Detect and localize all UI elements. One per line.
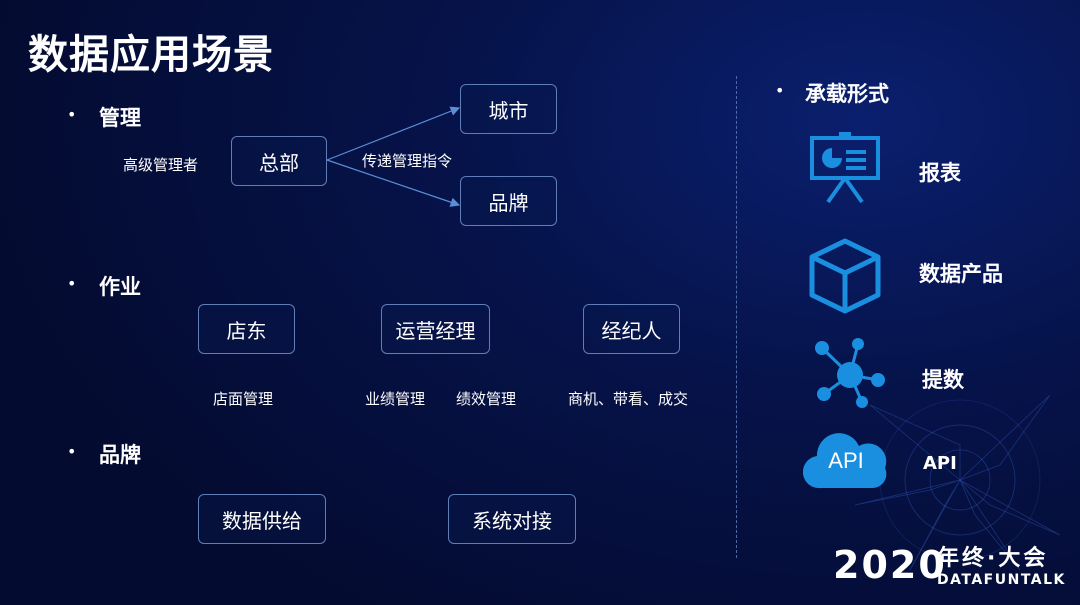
city-box: 城市 (460, 84, 557, 134)
brand-heading: 品牌 (99, 443, 141, 467)
api-icon-text: API (828, 448, 864, 473)
footer-conference-name: 年终·大会 (937, 546, 1049, 571)
management-heading: 管理 (99, 106, 141, 130)
arrow-label: 传递管理指令 (362, 152, 453, 170)
data-product-label: 数据产品 (919, 262, 1003, 286)
ops-manager-box: 运营经理 (381, 304, 490, 354)
store-owner-box: 店东 (198, 304, 295, 354)
bullet-operation: • (67, 274, 77, 293)
footer-brand: DATAFUNTALK (937, 572, 1066, 588)
report-label: 报表 (919, 161, 961, 185)
bullet-carrier: • (775, 81, 785, 100)
footer-year: 2020 (833, 543, 947, 587)
cube-icon (809, 238, 881, 314)
bullet-brand: • (67, 442, 77, 461)
data-extraction-label: 提数 (922, 368, 964, 392)
note-kpi-management: 绩效管理 (456, 390, 517, 408)
section-divider (736, 76, 737, 558)
network-nodes-icon (815, 338, 885, 408)
note-store-management: 店面管理 (213, 390, 274, 408)
note-performance-management: 业绩管理 (365, 390, 426, 408)
senior-manager-label: 高级管理者 (123, 156, 199, 174)
report-board-icon (810, 132, 880, 204)
agent-box: 经纪人 (583, 304, 680, 354)
hq-box: 总部 (231, 136, 327, 186)
bullet-management: • (67, 105, 77, 124)
command-arrows (326, 106, 461, 207)
carrier-heading: 承载形式 (805, 82, 889, 106)
api-cloud-icon: API (803, 432, 889, 490)
note-leads-showings-deals: 商机、带看、成交 (568, 390, 689, 408)
api-label: API (923, 453, 957, 474)
page-title: 数据应用场景 (28, 32, 274, 78)
data-supply-box: 数据供给 (198, 494, 326, 544)
operation-heading: 作业 (99, 275, 141, 299)
system-integration-box: 系统对接 (448, 494, 576, 544)
brand-box: 品牌 (460, 176, 557, 226)
